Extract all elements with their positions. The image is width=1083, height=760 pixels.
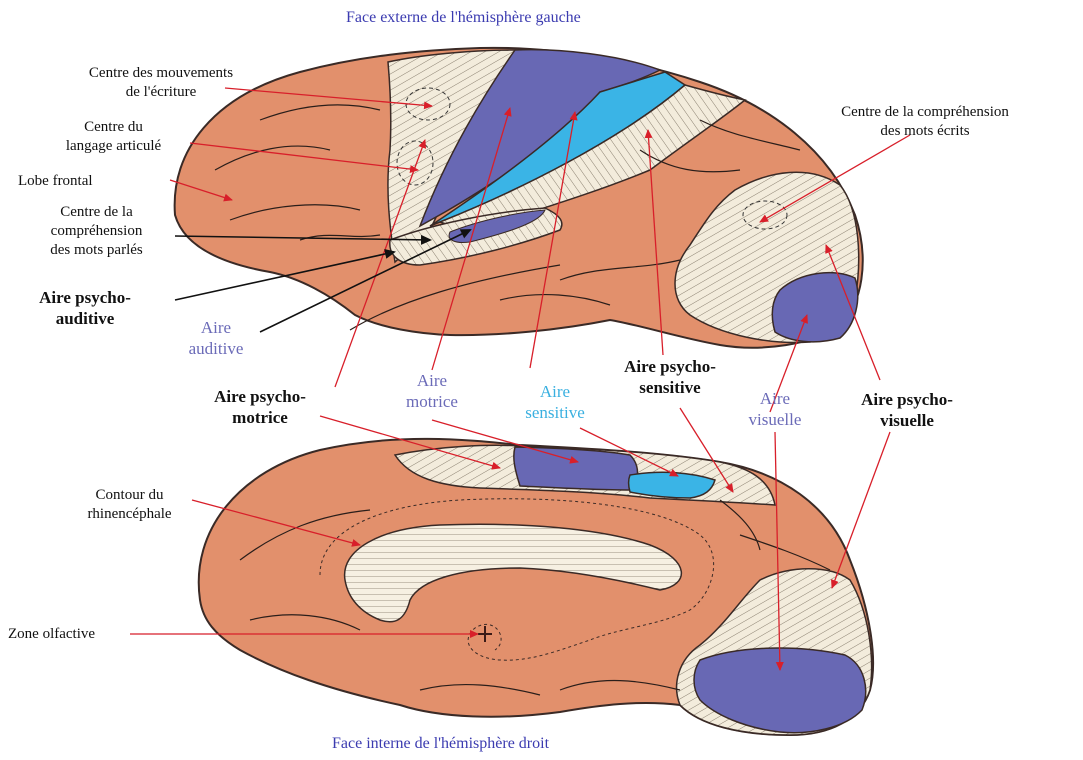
label-comprehension-mots-ecrits: Centre de la compréhension des mots écri…: [790, 103, 1060, 141]
label-mouvements-ecriture: Centre des mouvements de l'écriture: [36, 64, 286, 102]
label-aire-motrice: Aire motrice: [392, 370, 472, 412]
label-aire-auditive: Aire auditive: [166, 317, 266, 359]
label-aire-psycho-visuelle: Aire psycho- visuelle: [822, 389, 992, 431]
label-zone-olfactive: Zone olfactive: [8, 625, 95, 644]
medial-sensory-area: [629, 472, 716, 498]
bottom-caption: Face interne de l'hémisphère droit: [332, 735, 549, 753]
medial-motor-area: [514, 447, 638, 490]
label-comprehension-mots-parles: Centre de la compréhension des mots parl…: [14, 203, 179, 260]
label-aire-psycho-motrice: Aire psycho- motrice: [180, 386, 340, 428]
label-aire-psycho-auditive: Aire psycho- auditive: [10, 287, 160, 329]
label-langage-articule: Centre du langage articulé: [26, 118, 201, 156]
label-aire-visuelle: Aire visuelle: [725, 388, 825, 430]
label-contour-rhinencephale: Contour du rhinencéphale: [62, 486, 197, 524]
medial-hemisphere: [199, 439, 873, 735]
label-lobe-frontal: Lobe frontal: [18, 172, 93, 191]
top-caption: Face externe de l'hémisphère gauche: [346, 9, 581, 27]
